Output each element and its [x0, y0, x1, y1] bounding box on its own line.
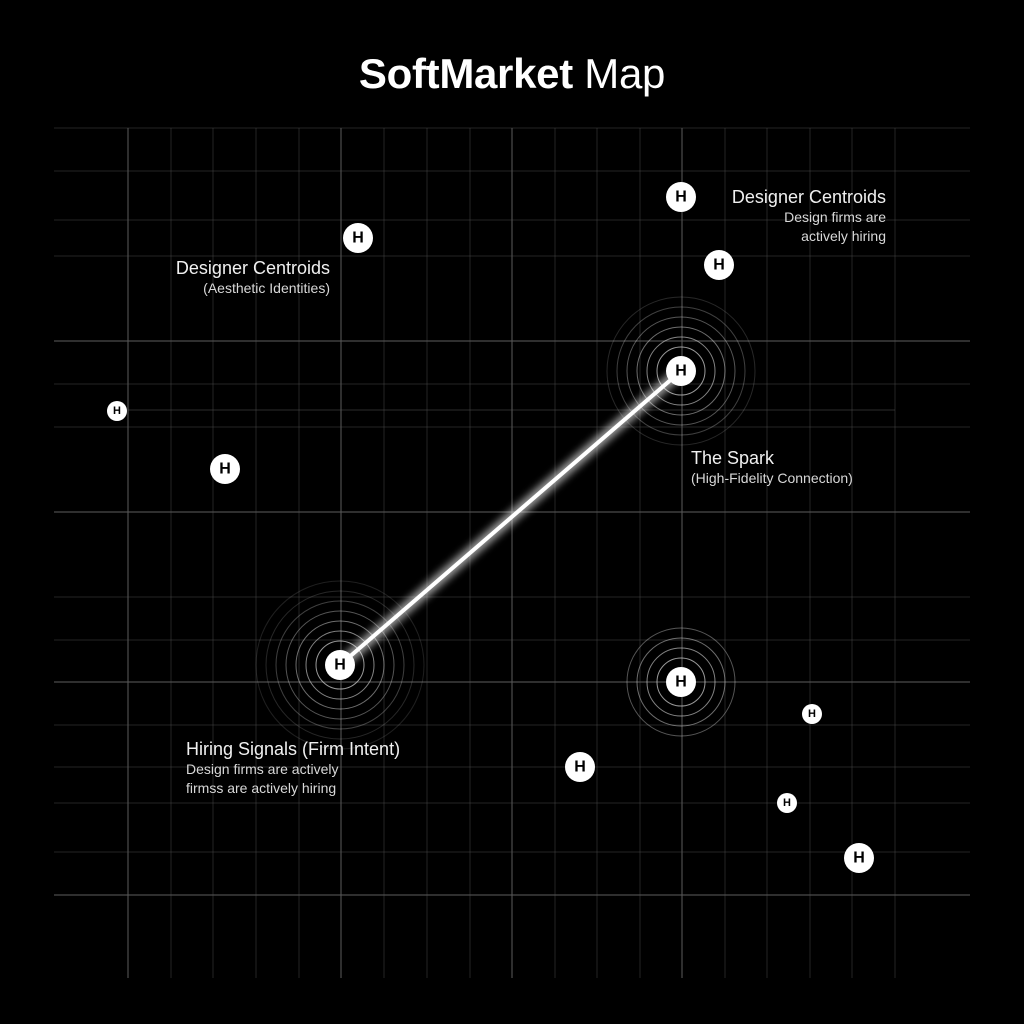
label-main: Designer Centroids [731, 187, 886, 207]
node-marker [565, 752, 595, 782]
signal-ring [285, 610, 395, 720]
node-marker [210, 454, 240, 484]
title-bold: SoftMarket [358, 50, 573, 97]
node-bottom-right[interactable]: H [844, 843, 874, 873]
signal-ring [295, 620, 385, 710]
signal-ring [255, 580, 425, 750]
label-sub: (Aesthetic Identities) [203, 280, 330, 296]
node-glyph: H [352, 230, 364, 247]
signal-ring [616, 306, 746, 436]
node-glyph: H [675, 363, 687, 380]
node-glyph: H [713, 257, 725, 274]
signal-ring [656, 346, 706, 396]
node-glyph: H [219, 461, 231, 478]
label-sub-2: firmss are actively hiring [186, 780, 337, 796]
signal-ring [656, 657, 706, 707]
signal-ring [626, 627, 736, 737]
label-main: The Spark [691, 448, 775, 468]
signal-ring [646, 647, 716, 717]
label-designer-centroids-left: Designer Centroids (Aesthetic Identities… [130, 257, 330, 298]
node-marker [666, 667, 696, 697]
signal-rings [255, 296, 756, 750]
node-glyph: H [808, 708, 816, 720]
signal-ring [646, 336, 716, 406]
node-glyph: H [675, 189, 687, 206]
node-right-small-1[interactable]: H [802, 704, 822, 724]
node-spark-bottom[interactable]: H [325, 650, 355, 680]
page-title: SoftMarket Map [0, 48, 1024, 100]
signal-ring [305, 630, 375, 700]
node-marker [325, 650, 355, 680]
node-upper-left[interactable]: H [343, 223, 373, 253]
signal-ring [636, 326, 726, 416]
spark-line [338, 369, 683, 667]
node-marker [666, 356, 696, 386]
node-glyph: H [334, 657, 346, 674]
node-marker [844, 843, 874, 873]
label-main: Hiring Signals (Firm Intent) [186, 739, 401, 759]
node-lower-right[interactable]: H [666, 667, 696, 697]
node-right-small-2[interactable]: H [777, 793, 797, 813]
node-glyph: H [853, 850, 865, 867]
node-left-edge[interactable]: H [107, 401, 127, 421]
signal-ring [626, 316, 736, 426]
signal-ring [636, 637, 726, 727]
node-lower-mid[interactable]: H [565, 752, 595, 782]
node-glyph: H [783, 797, 791, 809]
node-marker [704, 250, 734, 280]
grid [54, 127, 970, 978]
signal-ring [606, 296, 756, 446]
label-sub-1: Design firms are actively [186, 761, 339, 777]
node-marker [343, 223, 373, 253]
signal-ring [275, 600, 405, 730]
node-marker [802, 704, 822, 724]
node-upper-right-second[interactable]: H [704, 250, 734, 280]
node-spark-top[interactable]: H [666, 356, 696, 386]
signal-ring [265, 590, 415, 740]
node-glyph: H [113, 405, 121, 417]
nodes: H H H H H H H H H H H H [107, 182, 874, 873]
node-marker [666, 182, 696, 212]
node-left-mid[interactable]: H [210, 454, 240, 484]
label-main: Designer Centroids [175, 258, 330, 278]
title-light: Map [584, 50, 666, 97]
node-marker [107, 401, 127, 421]
node-upper-right-top[interactable]: H [666, 182, 696, 212]
label-sub-1: Design firms are [784, 209, 886, 225]
spark-connection [338, 369, 683, 667]
label-the-spark: The Spark (High-Fidelity Connection) [691, 447, 853, 488]
label-sub: (High-Fidelity Connection) [691, 470, 853, 486]
node-marker [777, 793, 797, 813]
node-glyph: H [675, 674, 687, 691]
signal-ring [315, 640, 365, 690]
label-sub-2: actively hiring [801, 228, 886, 244]
label-designer-centroids-right: Designer Centroids Design firms are acti… [680, 186, 886, 246]
node-glyph: H [574, 759, 586, 776]
label-hiring-signals: Hiring Signals (Firm Intent) Design firm… [186, 738, 400, 798]
